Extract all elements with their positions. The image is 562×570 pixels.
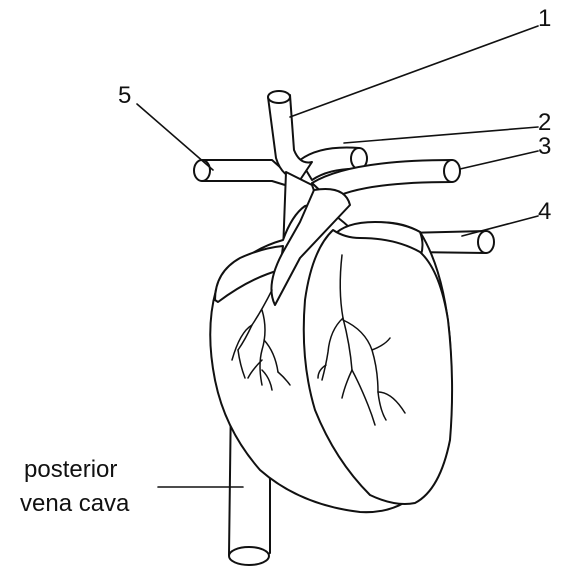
- leader-line-2: [344, 127, 538, 143]
- label-5: 5: [118, 82, 131, 110]
- label-1: 1: [538, 5, 551, 33]
- leader-line-5: [137, 104, 213, 170]
- vessel-5: [194, 160, 290, 185]
- label-4: 4: [538, 198, 551, 226]
- posterior-vena-cava-label-line1: posterior: [24, 456, 117, 484]
- leader-line-4: [462, 216, 538, 236]
- label-3: 3: [538, 133, 551, 161]
- leader-line-1: [290, 26, 538, 117]
- posterior-vena-cava-label-line2: vena cava: [20, 490, 129, 518]
- leader-line-3: [460, 151, 538, 169]
